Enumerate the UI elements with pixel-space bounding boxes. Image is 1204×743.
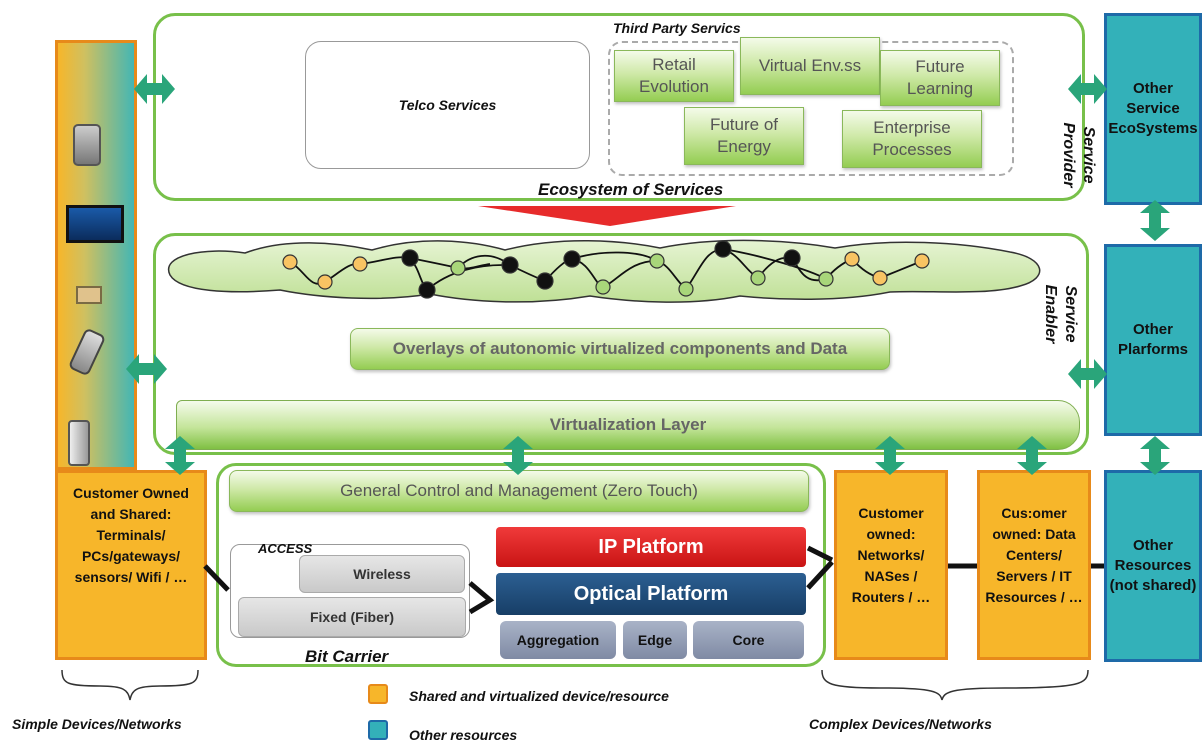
future-energy-box: Future of Energy (684, 107, 804, 165)
virtual-env-box: Virtual Env.ss (740, 37, 880, 95)
access-label: ACCESS (258, 541, 313, 556)
customer-terminals-box: Customer Owned and Shared: Terminals/ PC… (55, 470, 207, 660)
braces (61, 669, 1089, 701)
complex-devices-label: Complex Devices/Networks (809, 716, 992, 732)
ip-platform-label: IP Platform (598, 535, 704, 558)
other-ecosystems-box: Other Service EcoSystems (1104, 13, 1202, 205)
legend-other-swatch (368, 720, 388, 740)
red-funnel (478, 206, 736, 226)
core-box: Core (693, 621, 804, 659)
overlay-nodes (282, 240, 930, 299)
virtual-env-label: Virtual Env.ss (758, 56, 862, 75)
virtualization-label: Virtualization Layer (549, 415, 707, 434)
bit-carrier-label: Bit Carrier (305, 647, 389, 666)
device-column (55, 40, 137, 470)
telco-services-box: Telco Services (305, 41, 590, 169)
control-management-box: General Control and Management (Zero Tou… (229, 470, 809, 512)
optical-platform-label: Optical Platform (573, 582, 729, 605)
other-resources-label: Other Resources (not shared) (1109, 537, 1197, 594)
retail-evolution-label: Retail Evolution (639, 55, 709, 96)
edge-box: Edge (623, 621, 687, 659)
simple-devices-label: Simple Devices/Networks (12, 716, 182, 732)
overlay-cloud (167, 239, 1041, 303)
fixed-fiber-box: Fixed (Fiber) (238, 597, 466, 637)
connector-arrows (126, 74, 1170, 475)
other-resources-box: Other Resources (not shared) (1104, 470, 1202, 662)
arrow-v-right-bottom (1140, 436, 1170, 475)
legend-other-label: Other resources (409, 727, 518, 743)
control-management-label: General Control and Management (Zero Tou… (340, 481, 698, 500)
arrow-left-enabler (126, 354, 167, 384)
future-energy-label: Future of Energy (709, 115, 779, 156)
other-ecosystems-label: Other Service EcoSystems (1108, 80, 1198, 137)
wireless-box: Wireless (299, 555, 465, 593)
future-learning-label: Future Learning (906, 57, 974, 98)
ip-platform-box: IP Platform (496, 527, 806, 567)
arrow-v-left (165, 436, 195, 475)
pda-icon (73, 124, 101, 166)
legend-shared-label: Shared and virtualized device/resource (409, 688, 669, 704)
optical-platform-box: Optical Platform (496, 573, 806, 615)
edge-label: Edge (637, 632, 673, 648)
virtualization-layer: Virtualization Layer (176, 400, 1080, 450)
arrow-v-center (503, 436, 533, 475)
third-party-title: Third Party Servics (613, 20, 741, 36)
telco-services-label: Telco Services (398, 97, 497, 113)
overlays-box: Overlays of autonomic virtualized compon… (350, 328, 890, 370)
legend-shared-swatch (368, 684, 388, 704)
game-console-icon (68, 420, 90, 466)
wireless-label: Wireless (353, 566, 411, 582)
overlays-label: Overlays of autonomic virtualized compon… (392, 339, 848, 358)
aggregation-label: Aggregation (516, 632, 600, 648)
photo-frame-icon (76, 286, 102, 304)
customer-datacenters-label: Cus:omer owned: Data Centers/ Servers / … (985, 505, 1083, 605)
customer-terminals-label: Customer Owned and Shared: Terminals/ PC… (73, 485, 189, 585)
other-platforms-label: Other Plarforms (1117, 321, 1189, 358)
arrow-v-datacenters (1017, 436, 1047, 475)
arrow-right-enabler (1068, 359, 1107, 389)
aggregation-box: Aggregation (500, 621, 616, 659)
customer-networks-label: Customer owned: Networks/ NASes / Router… (851, 505, 931, 605)
retail-evolution-box: Retail Evolution (614, 50, 734, 102)
black-connectors (203, 545, 1104, 615)
enterprise-processes-label: Enterprise Processes (872, 118, 952, 159)
customer-networks-box: Customer owned: Networks/ NASes / Router… (834, 470, 948, 660)
arrow-right-provider (1068, 74, 1107, 104)
arrow-v-right-top (1140, 200, 1170, 241)
future-learning-box: Future Learning (880, 50, 1000, 106)
fixed-fiber-label: Fixed (Fiber) (309, 609, 394, 625)
other-platforms-box: Other Plarforms (1104, 244, 1202, 436)
arrow-v-networks (875, 436, 905, 475)
arrow-left-provider (134, 74, 175, 104)
core-label: Core (732, 632, 765, 648)
enterprise-processes-box: Enterprise Processes (842, 110, 982, 168)
ecosystem-of-services-label: Ecosystem of Services (538, 180, 724, 199)
monitor-icon (66, 205, 124, 243)
